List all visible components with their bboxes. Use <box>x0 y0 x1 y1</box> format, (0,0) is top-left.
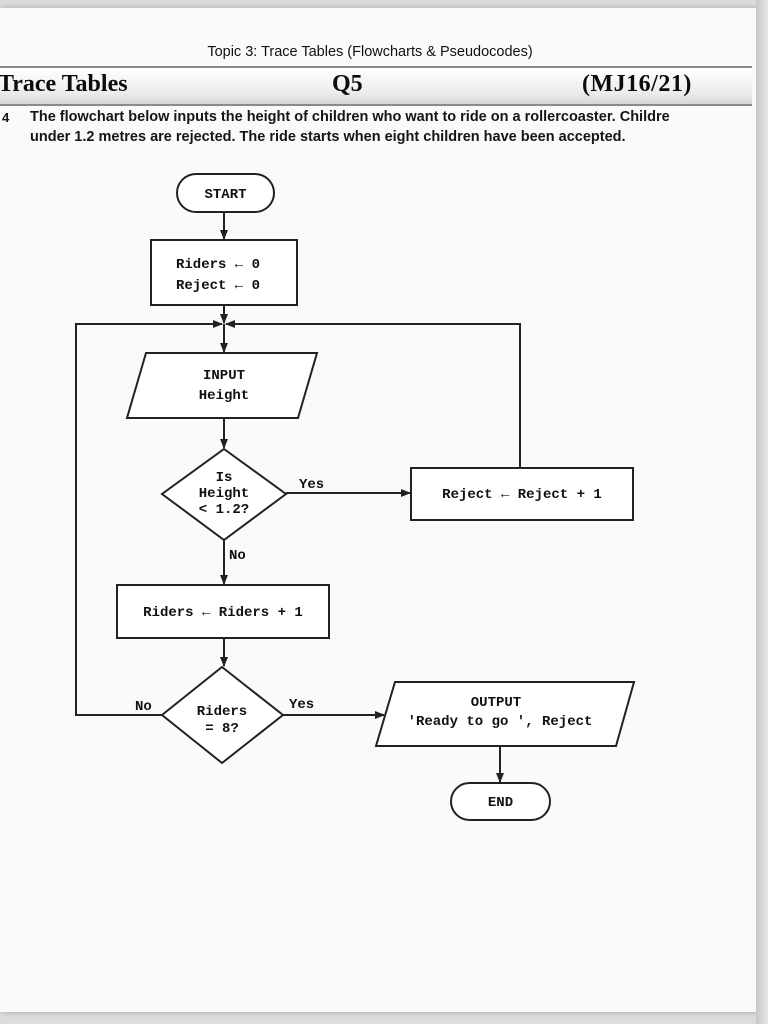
decision1-line2: Height <box>199 486 249 502</box>
end-terminator: END <box>450 782 551 821</box>
page-edge <box>756 0 768 1024</box>
riders-increment-process: Riders ← Riders + 1 <box>116 584 330 639</box>
decision1-line3: < 1.2? <box>199 502 249 518</box>
init-riders-label: Riders ← 0 <box>176 257 260 273</box>
connector-no2-loop <box>75 320 223 716</box>
decision1-yes-label: Yes <box>299 477 324 493</box>
output-expression: 'Ready to go ', Reject <box>408 714 593 730</box>
question-bullet: 4 <box>2 110 10 125</box>
decision2-no-label: No <box>135 699 152 715</box>
decision2-line1: Riders <box>197 704 247 720</box>
reject-increment-label: Reject ← Reject + 1 <box>442 487 602 503</box>
question-text-line-2: under 1.2 metres are rejected. The ride … <box>30 129 626 145</box>
topic-heading: Topic 3: Trace Tables (Flowcharts & Pseu… <box>207 44 533 60</box>
decision2-line2: = 8? <box>205 721 239 737</box>
decision-riders: Riders = 8? <box>160 665 285 765</box>
output-shape: OUTPUT 'Ready to go ', Reject <box>374 681 636 747</box>
section-title: Trace Tables <box>0 71 128 97</box>
input-keyword: INPUT <box>203 368 245 384</box>
question-number: Q5 <box>332 71 363 97</box>
connector-reject-loop <box>225 320 521 468</box>
decision1-no-label: No <box>229 548 246 564</box>
decision-height: Is Height < 1.2? <box>160 447 288 542</box>
start-terminator: START <box>176 173 275 213</box>
flowchart-connectors <box>75 212 521 783</box>
question-text: The flowchart below inputs the height of… <box>30 107 758 147</box>
reject-increment-process: Reject ← Reject + 1 <box>410 467 634 521</box>
end-label: END <box>488 795 513 811</box>
paper-code: (MJ16/21) <box>582 71 692 97</box>
start-label: START <box>204 187 246 203</box>
decision1-line1: Is <box>216 470 233 486</box>
input-height-shape: INPUT Height <box>125 352 319 419</box>
input-variable: Height <box>199 388 249 404</box>
init-reject-label: Reject ← 0 <box>176 278 260 294</box>
init-process: Riders ← 0 Reject ← 0 <box>150 239 298 306</box>
title-bar: Trace Tables Q5 (MJ16/21) <box>0 66 752 106</box>
output-keyword: OUTPUT <box>471 695 521 711</box>
decision2-yes-label: Yes <box>289 697 314 713</box>
riders-increment-label: Riders ← Riders + 1 <box>143 605 303 621</box>
question-text-line-1: The flowchart below inputs the height of… <box>30 109 670 125</box>
